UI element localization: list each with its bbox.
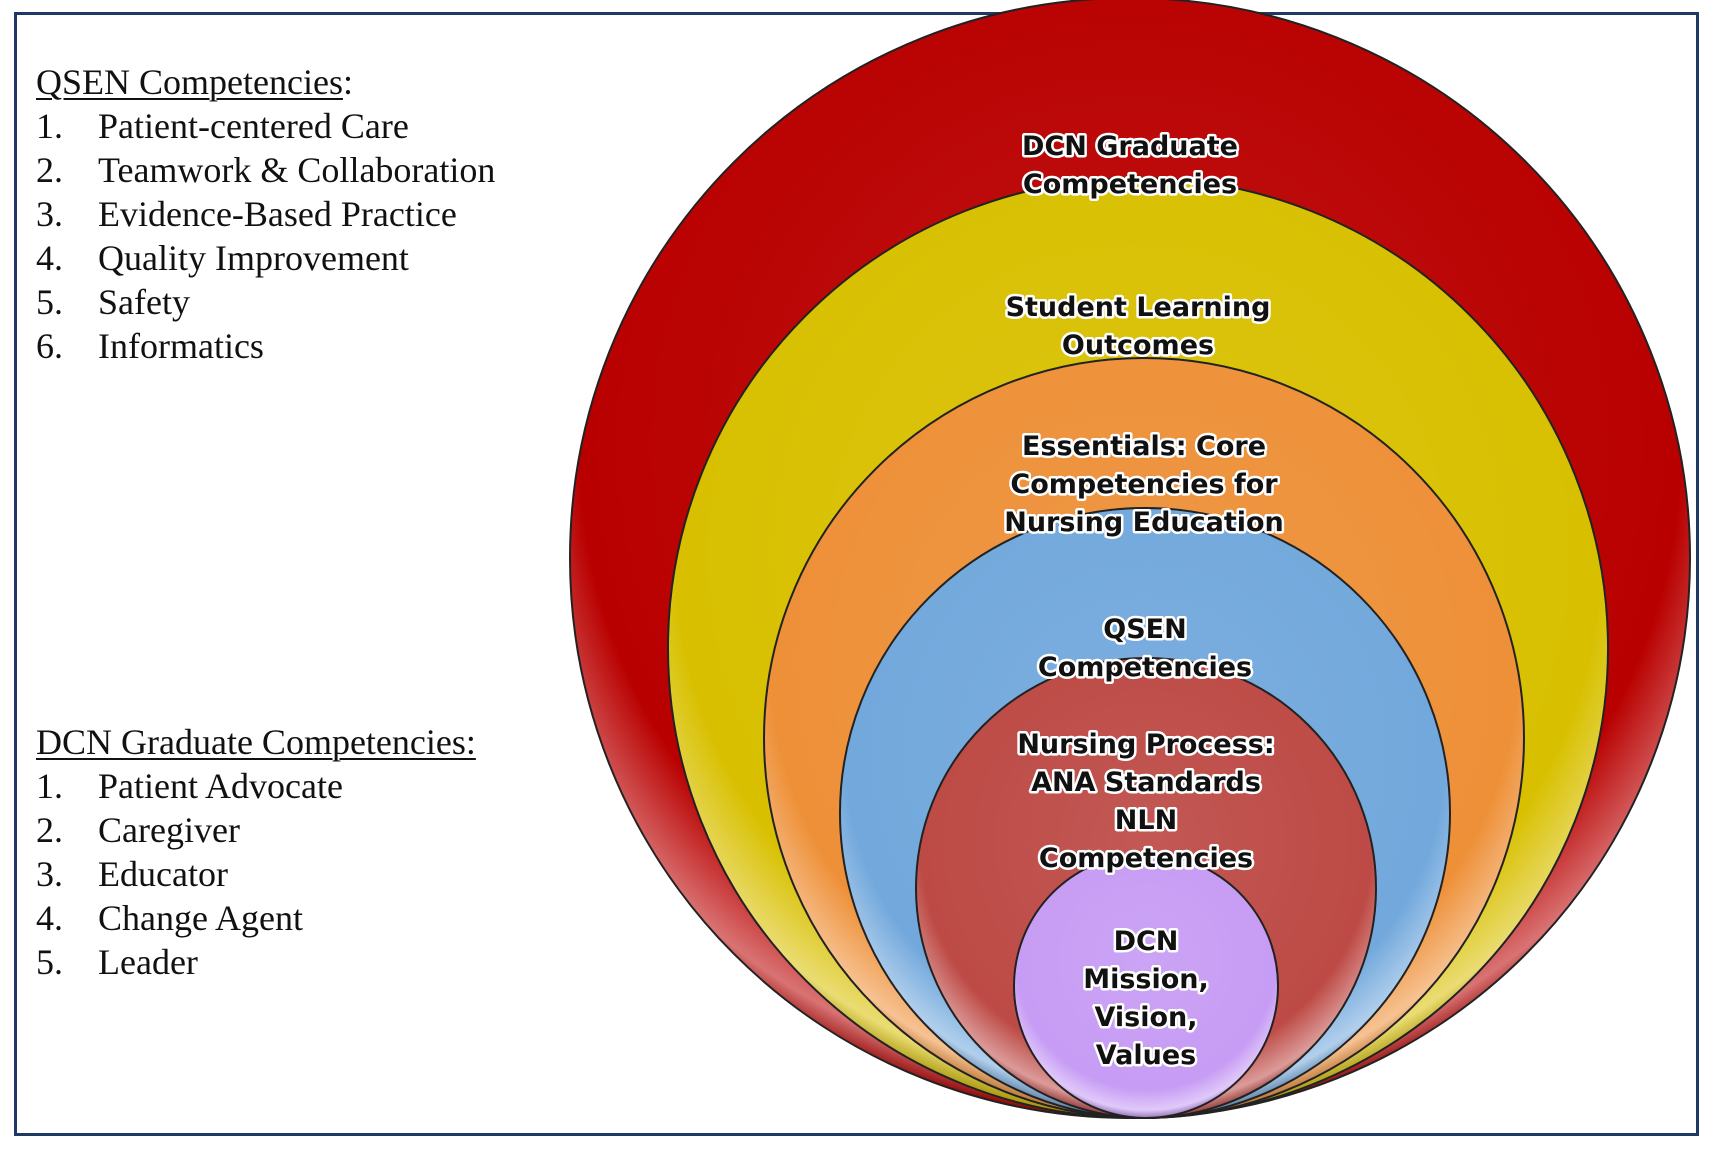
- dcn-list-item: 4. Change Agent: [36, 896, 476, 940]
- qsen-competencies-list: QSEN Competencies: 1. Patient-centered C…: [36, 60, 495, 368]
- ring-label-line: Competencies: [1039, 843, 1253, 874]
- ring-label-line: DCN Graduate: [1022, 131, 1238, 162]
- list-item-number: 3.: [36, 194, 63, 234]
- ring-label-line: Nursing Process:: [1017, 729, 1274, 760]
- dcn-list-item: 5. Leader: [36, 940, 476, 984]
- ring-label-line: Competencies for: [1010, 469, 1278, 500]
- list-item-number: 5.: [36, 942, 63, 982]
- qsen-list-heading: QSEN Competencies: [36, 62, 343, 102]
- dcn-list-item: 3. Educator: [36, 852, 476, 896]
- ring-label-line: Values: [1096, 1040, 1197, 1071]
- ring-label-line: NLN: [1115, 805, 1177, 836]
- list-item-text: Educator: [98, 854, 228, 894]
- qsen-heading-colon: :: [342, 62, 353, 102]
- list-item-number: 3.: [36, 854, 63, 894]
- dcn-list-item: 2. Caregiver: [36, 808, 476, 852]
- list-item-text: Leader: [98, 942, 198, 982]
- qsen-list-item: 5. Safety: [36, 280, 495, 324]
- ring-label-line: Essentials: Core: [1022, 431, 1266, 462]
- qsen-list-item: 1. Patient-centered Care: [36, 104, 495, 148]
- ring-label-line: Outcomes: [1062, 330, 1214, 361]
- list-item-text: Patient Advocate: [98, 766, 343, 806]
- ring-label-line: Nursing Education: [1004, 507, 1284, 538]
- qsen-list-item: 6. Informatics: [36, 324, 495, 368]
- list-item-number: 1.: [36, 106, 63, 146]
- list-item-number: 2.: [36, 810, 63, 850]
- dcn-list-item: 1. Patient Advocate: [36, 764, 476, 808]
- list-item-number: 1.: [36, 766, 63, 806]
- dcn-heading-row: DCN Graduate Competencies:: [36, 720, 476, 764]
- list-item-text: Safety: [98, 282, 190, 322]
- outer-border: [14, 12, 1699, 1136]
- list-item-text: Caregiver: [98, 810, 240, 850]
- dcn-list-heading: DCN Graduate Competencies:: [36, 722, 476, 762]
- list-item-number: 4.: [36, 898, 63, 938]
- list-item-number: 6.: [36, 326, 63, 366]
- ring-label-line: Competencies: [1038, 652, 1252, 683]
- list-item-text: Quality Improvement: [98, 238, 409, 278]
- list-item-number: 4.: [36, 238, 63, 278]
- dcn-graduate-competencies-list: DCN Graduate Competencies: 1. Patient Ad…: [36, 720, 476, 984]
- list-item-text: Change Agent: [98, 898, 303, 938]
- ring-label-line: ANA Standards: [1031, 767, 1261, 798]
- ring-label-line: Vision,: [1094, 1002, 1197, 1033]
- ring-label-line: QSEN: [1103, 614, 1186, 645]
- ring-6-label: DCN Mission, Vision, Values: [1083, 926, 1209, 1071]
- ring-label-line: Student Learning: [1006, 292, 1271, 323]
- list-item-text: Teamwork & Collaboration: [98, 150, 496, 190]
- qsen-list-item: 4. Quality Improvement: [36, 236, 495, 280]
- list-item-number: 2.: [36, 150, 63, 190]
- list-item-text: Informatics: [98, 326, 264, 366]
- list-item-text: Evidence-Based Practice: [98, 194, 457, 234]
- qsen-heading-row: QSEN Competencies:: [36, 60, 495, 104]
- ring-label-line: DCN: [1114, 926, 1179, 957]
- list-item-text: Patient-centered Care: [98, 106, 409, 146]
- qsen-list-item: 3. Evidence-Based Practice: [36, 192, 495, 236]
- qsen-list-item: 2. Teamwork & Collaboration: [36, 148, 495, 192]
- ring-label-line: Competencies: [1023, 169, 1237, 200]
- ring-6-circle: [1013, 853, 1279, 1119]
- ring-4-label: QSEN Competencies: [1038, 614, 1252, 683]
- ring-label-line: Mission,: [1083, 964, 1209, 995]
- list-item-number: 5.: [36, 282, 63, 322]
